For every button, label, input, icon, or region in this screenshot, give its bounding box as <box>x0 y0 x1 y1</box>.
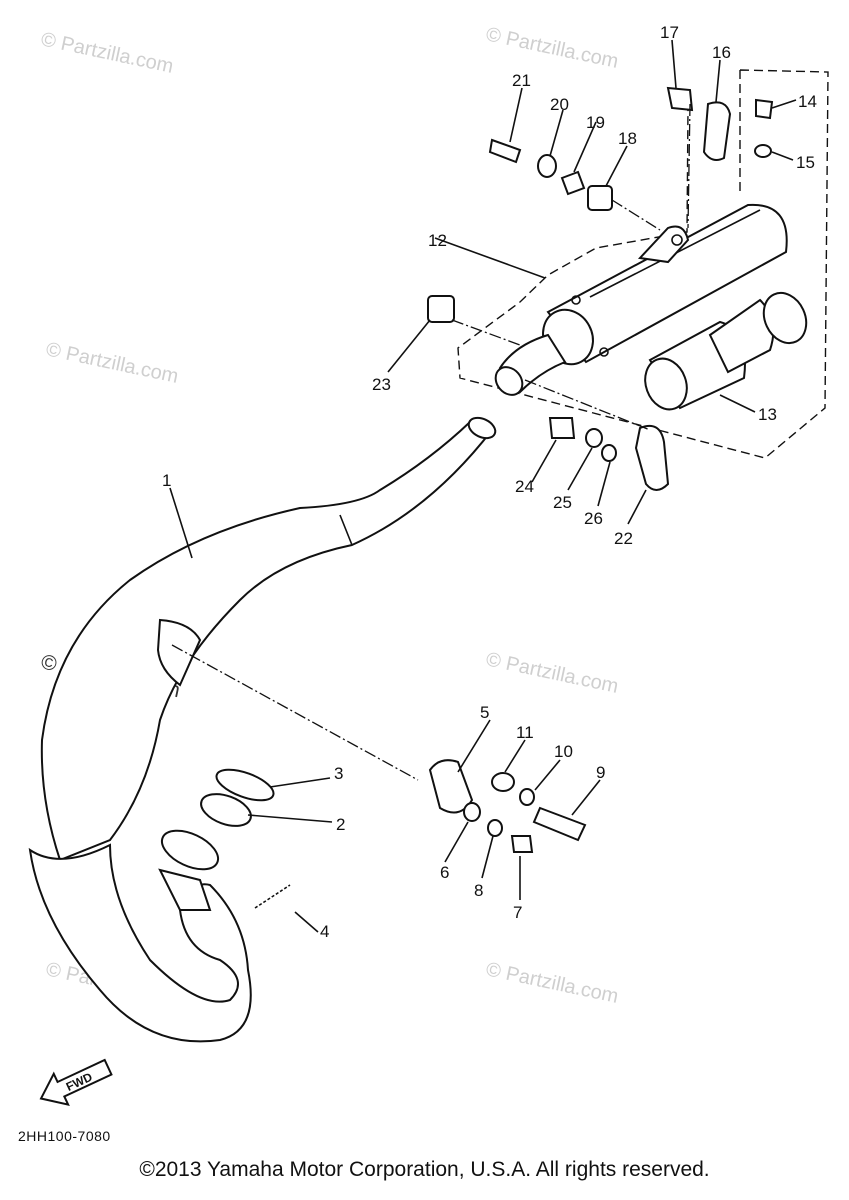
part-12-silencer <box>494 203 788 396</box>
part-26-collar <box>601 444 617 462</box>
callout-23: 23 <box>372 375 391 394</box>
watermark: © Partzilla.com <box>484 958 620 1008</box>
callout-22: 22 <box>614 529 633 548</box>
part-3-o-ring <box>215 768 275 802</box>
part-14-screw <box>755 98 774 120</box>
callout-12: 12 <box>428 231 447 250</box>
callout-19: 19 <box>586 113 605 132</box>
joint-pipe <box>160 829 220 871</box>
watermark: © Partzilla.com <box>484 648 620 698</box>
callout-labels: 1 2 3 4 5 6 7 8 9 10 11 12 13 14 15 16 1… <box>162 23 817 941</box>
watermark: © Partzilla.com <box>484 23 620 73</box>
silencer-group-boundary <box>457 69 829 459</box>
callout-2: 2 <box>336 815 345 834</box>
callout-21: 21 <box>512 71 531 90</box>
part-4-spring <box>254 884 291 909</box>
callout-14: 14 <box>798 92 817 111</box>
part-10-collar <box>519 788 535 806</box>
parts-5-to-11 <box>428 759 587 853</box>
parts-2-3-4 <box>158 768 291 911</box>
callout-17: 17 <box>660 23 679 42</box>
callout-25: 25 <box>553 493 572 512</box>
callout-13: 13 <box>758 405 777 424</box>
watermark: © Partzilla.com <box>44 338 180 388</box>
fwd-arrow: FWD <box>39 1058 113 1107</box>
callout-20: 20 <box>550 95 569 114</box>
callout-9: 9 <box>596 763 605 782</box>
part-21-bolt <box>488 138 522 164</box>
part-9-bolt <box>532 806 587 842</box>
callout-26: 26 <box>584 509 603 528</box>
small-parts-top <box>427 86 774 323</box>
part-19-collar <box>560 170 586 196</box>
part-8-collar <box>487 819 503 837</box>
small-parts-middle <box>548 417 670 491</box>
callout-7: 7 <box>513 903 522 922</box>
leader-lines <box>169 39 797 933</box>
diagram-canvas: © Partzilla.com © Partzilla.com © Partzi… <box>18 23 829 1144</box>
fwd-arrow-icon <box>39 1058 113 1107</box>
watermark: © Partzilla.com <box>39 28 175 78</box>
part-22-bracket <box>634 424 670 491</box>
part-25-washer <box>585 428 603 448</box>
callout-3: 3 <box>334 764 343 783</box>
callout-15: 15 <box>796 153 815 172</box>
callout-8: 8 <box>474 881 483 900</box>
part-7-bolt <box>510 835 534 853</box>
callout-11: 11 <box>516 723 534 742</box>
part-13-packing <box>644 291 808 411</box>
callout-18: 18 <box>618 129 637 148</box>
callout-24: 24 <box>515 477 534 496</box>
part-16-bracket <box>702 101 732 161</box>
part-18-grommet <box>587 185 613 211</box>
copyright-notice: ©2013 Yamaha Motor Corporation, U.S.A. A… <box>139 1158 710 1181</box>
callout-6: 6 <box>440 863 449 882</box>
part-11-damper <box>491 772 515 792</box>
part-24-bolt <box>548 417 576 439</box>
callout-16: 16 <box>712 43 731 62</box>
drawing-code: 2HH100-7080 <box>18 1128 111 1144</box>
part-15-washer <box>754 144 772 158</box>
callout-4: 4 <box>320 922 329 941</box>
part-6-washer <box>463 802 481 822</box>
part-20-washer <box>537 154 557 178</box>
part-2-gasket <box>200 793 252 827</box>
callout-1: 1 <box>162 471 171 490</box>
part-23-grommet <box>427 295 455 323</box>
part-1-expansion-chamber <box>28 416 497 1043</box>
callout-10: 10 <box>554 742 573 761</box>
part-17-bolt <box>666 86 694 112</box>
part-5-stay <box>428 759 474 814</box>
callout-5: 5 <box>480 703 489 722</box>
